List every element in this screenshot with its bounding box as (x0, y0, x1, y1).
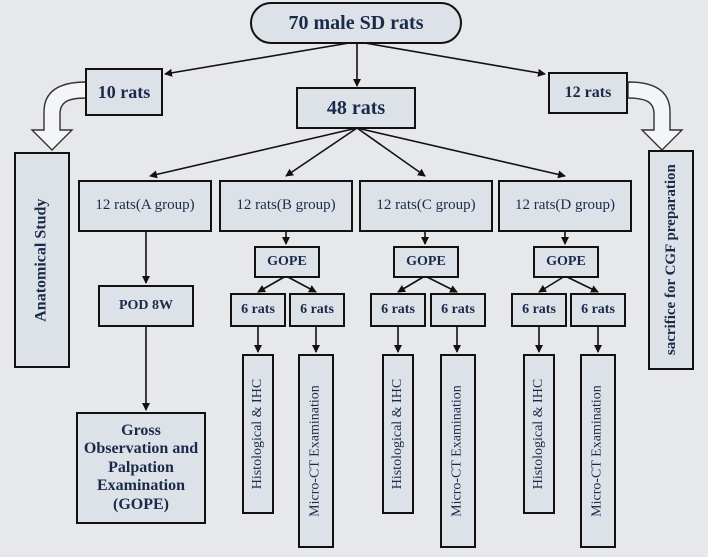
gope-c-node: GOPE (393, 246, 459, 278)
sacrifice-label: sacrifice for CGF preparation (662, 164, 679, 356)
anatomical-study-label: Anatomical Study (32, 198, 50, 322)
six-rats-b1-node: 6 rats (230, 293, 286, 327)
right-group-node: 12 rats (548, 72, 628, 114)
microct-b-node: Micro-CT Examination (298, 354, 334, 548)
pod-label: POD 8W (118, 297, 174, 313)
anatomical-study-node: Anatomical Study (14, 152, 70, 368)
six-rats-c2-node: 6 rats (430, 293, 486, 327)
microct-d-node: Micro-CT Examination (580, 354, 616, 548)
right-group-label: 12 rats (564, 83, 612, 101)
six-rats-c1-label: 6 rats (381, 301, 415, 317)
gross-node: Gross Observation and Palpation Examinat… (76, 412, 206, 524)
gope-b-label: GOPE (267, 253, 307, 269)
six-rats-d1-label: 6 rats (522, 301, 556, 317)
six-rats-d2-label: 6 rats (581, 301, 615, 317)
microct-c-label: Micro-CT Examination (449, 385, 465, 517)
group-c-node: 12 rats(C group) (359, 180, 493, 232)
six-rats-d2-node: 6 rats (570, 293, 626, 327)
group-d-node: 12 rats(D group) (498, 180, 632, 232)
gope-d-label: GOPE (546, 253, 586, 269)
microct-c-node: Micro-CT Examination (440, 354, 476, 548)
left-group-label: 10 rats (97, 81, 151, 102)
gope-c-label: GOPE (406, 253, 446, 269)
middle-group-node: 48 rats (296, 87, 416, 129)
histo-c-label: Histological & IHC (389, 378, 405, 490)
six-rats-c1-node: 6 rats (370, 293, 426, 327)
pod-node: POD 8W (98, 285, 194, 327)
six-rats-d1-node: 6 rats (511, 293, 567, 327)
right-curved-arrow (627, 81, 684, 151)
histo-b-node: Histological & IHC (242, 354, 274, 514)
histo-b-label: Histological & IHC (249, 378, 265, 490)
six-rats-b2-node: 6 rats (289, 293, 345, 327)
microct-b-label: Micro-CT Examination (307, 385, 323, 517)
group-b-label: 12 rats(B group) (236, 197, 336, 214)
gope-d-node: GOPE (533, 246, 599, 278)
gross-label: Gross Observation and Palpation Examinat… (83, 422, 199, 513)
group-b-node: 12 rats(B group) (219, 180, 353, 232)
six-rats-b2-label: 6 rats (300, 301, 334, 317)
left-curved-arrow (30, 81, 87, 151)
histo-d-label: Histological & IHC (530, 378, 546, 490)
top-node: 70 male SD rats (250, 2, 462, 44)
microct-d-label: Micro-CT Examination (589, 385, 605, 517)
group-d-label: 12 rats(D group) (515, 197, 615, 214)
six-rats-b1-label: 6 rats (241, 301, 275, 317)
group-a-node: 12 rats(A group) (78, 180, 212, 232)
group-c-label: 12 rats(C group) (376, 197, 476, 214)
left-group-node: 10 rats (85, 68, 163, 116)
group-a-label: 12 rats(A group) (95, 197, 195, 214)
middle-group-label: 48 rats (326, 96, 386, 119)
histo-c-node: Histological & IHC (382, 354, 414, 514)
sacrifice-node: sacrifice for CGF preparation (648, 150, 694, 370)
top-node-label: 70 male SD rats (288, 11, 424, 34)
gope-b-node: GOPE (254, 246, 320, 278)
histo-d-node: Histological & IHC (523, 354, 555, 514)
six-rats-c2-label: 6 rats (441, 301, 475, 317)
